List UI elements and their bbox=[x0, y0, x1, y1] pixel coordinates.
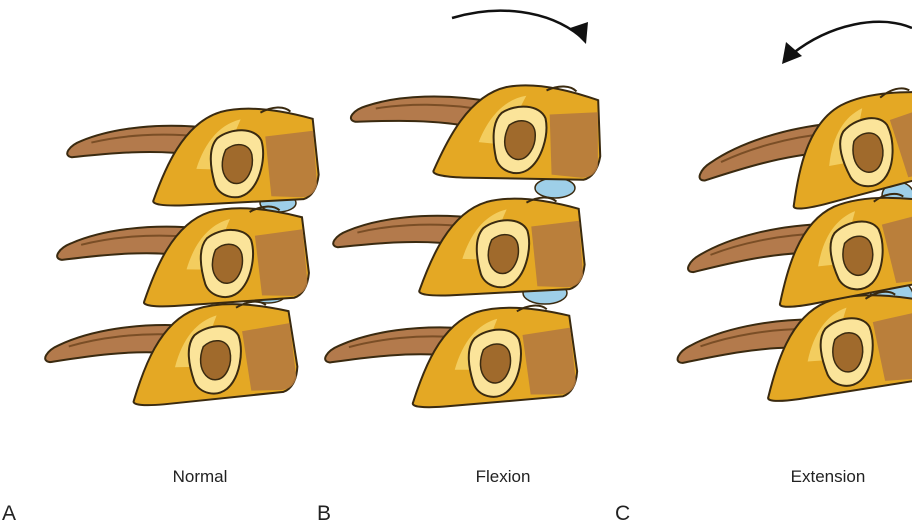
caption-flexion: Flexion bbox=[476, 467, 531, 487]
panel-extension-spine bbox=[672, 22, 912, 415]
vertebra-upper bbox=[349, 79, 603, 182]
panel-label-a: A bbox=[2, 502, 16, 526]
arrowhead bbox=[782, 42, 802, 64]
panel-label-b: B bbox=[317, 502, 331, 526]
vertebra-lower bbox=[322, 303, 579, 415]
caption-extension: Extension bbox=[791, 467, 866, 487]
arrowhead bbox=[570, 22, 588, 44]
vertebra-upper bbox=[66, 106, 320, 209]
counterclockwise-arrow-icon bbox=[792, 22, 912, 54]
panel-label-c: C bbox=[615, 502, 630, 526]
vertebra-lower bbox=[42, 298, 300, 414]
vertebra-middle bbox=[55, 205, 310, 312]
intervertebral-disc bbox=[535, 178, 575, 198]
vertebra-middle bbox=[332, 196, 586, 299]
clockwise-arrow-icon bbox=[452, 11, 580, 36]
caption-normal: Normal bbox=[173, 467, 228, 487]
panel-flexion-spine bbox=[322, 11, 602, 415]
panel-normal-spine bbox=[42, 106, 320, 414]
